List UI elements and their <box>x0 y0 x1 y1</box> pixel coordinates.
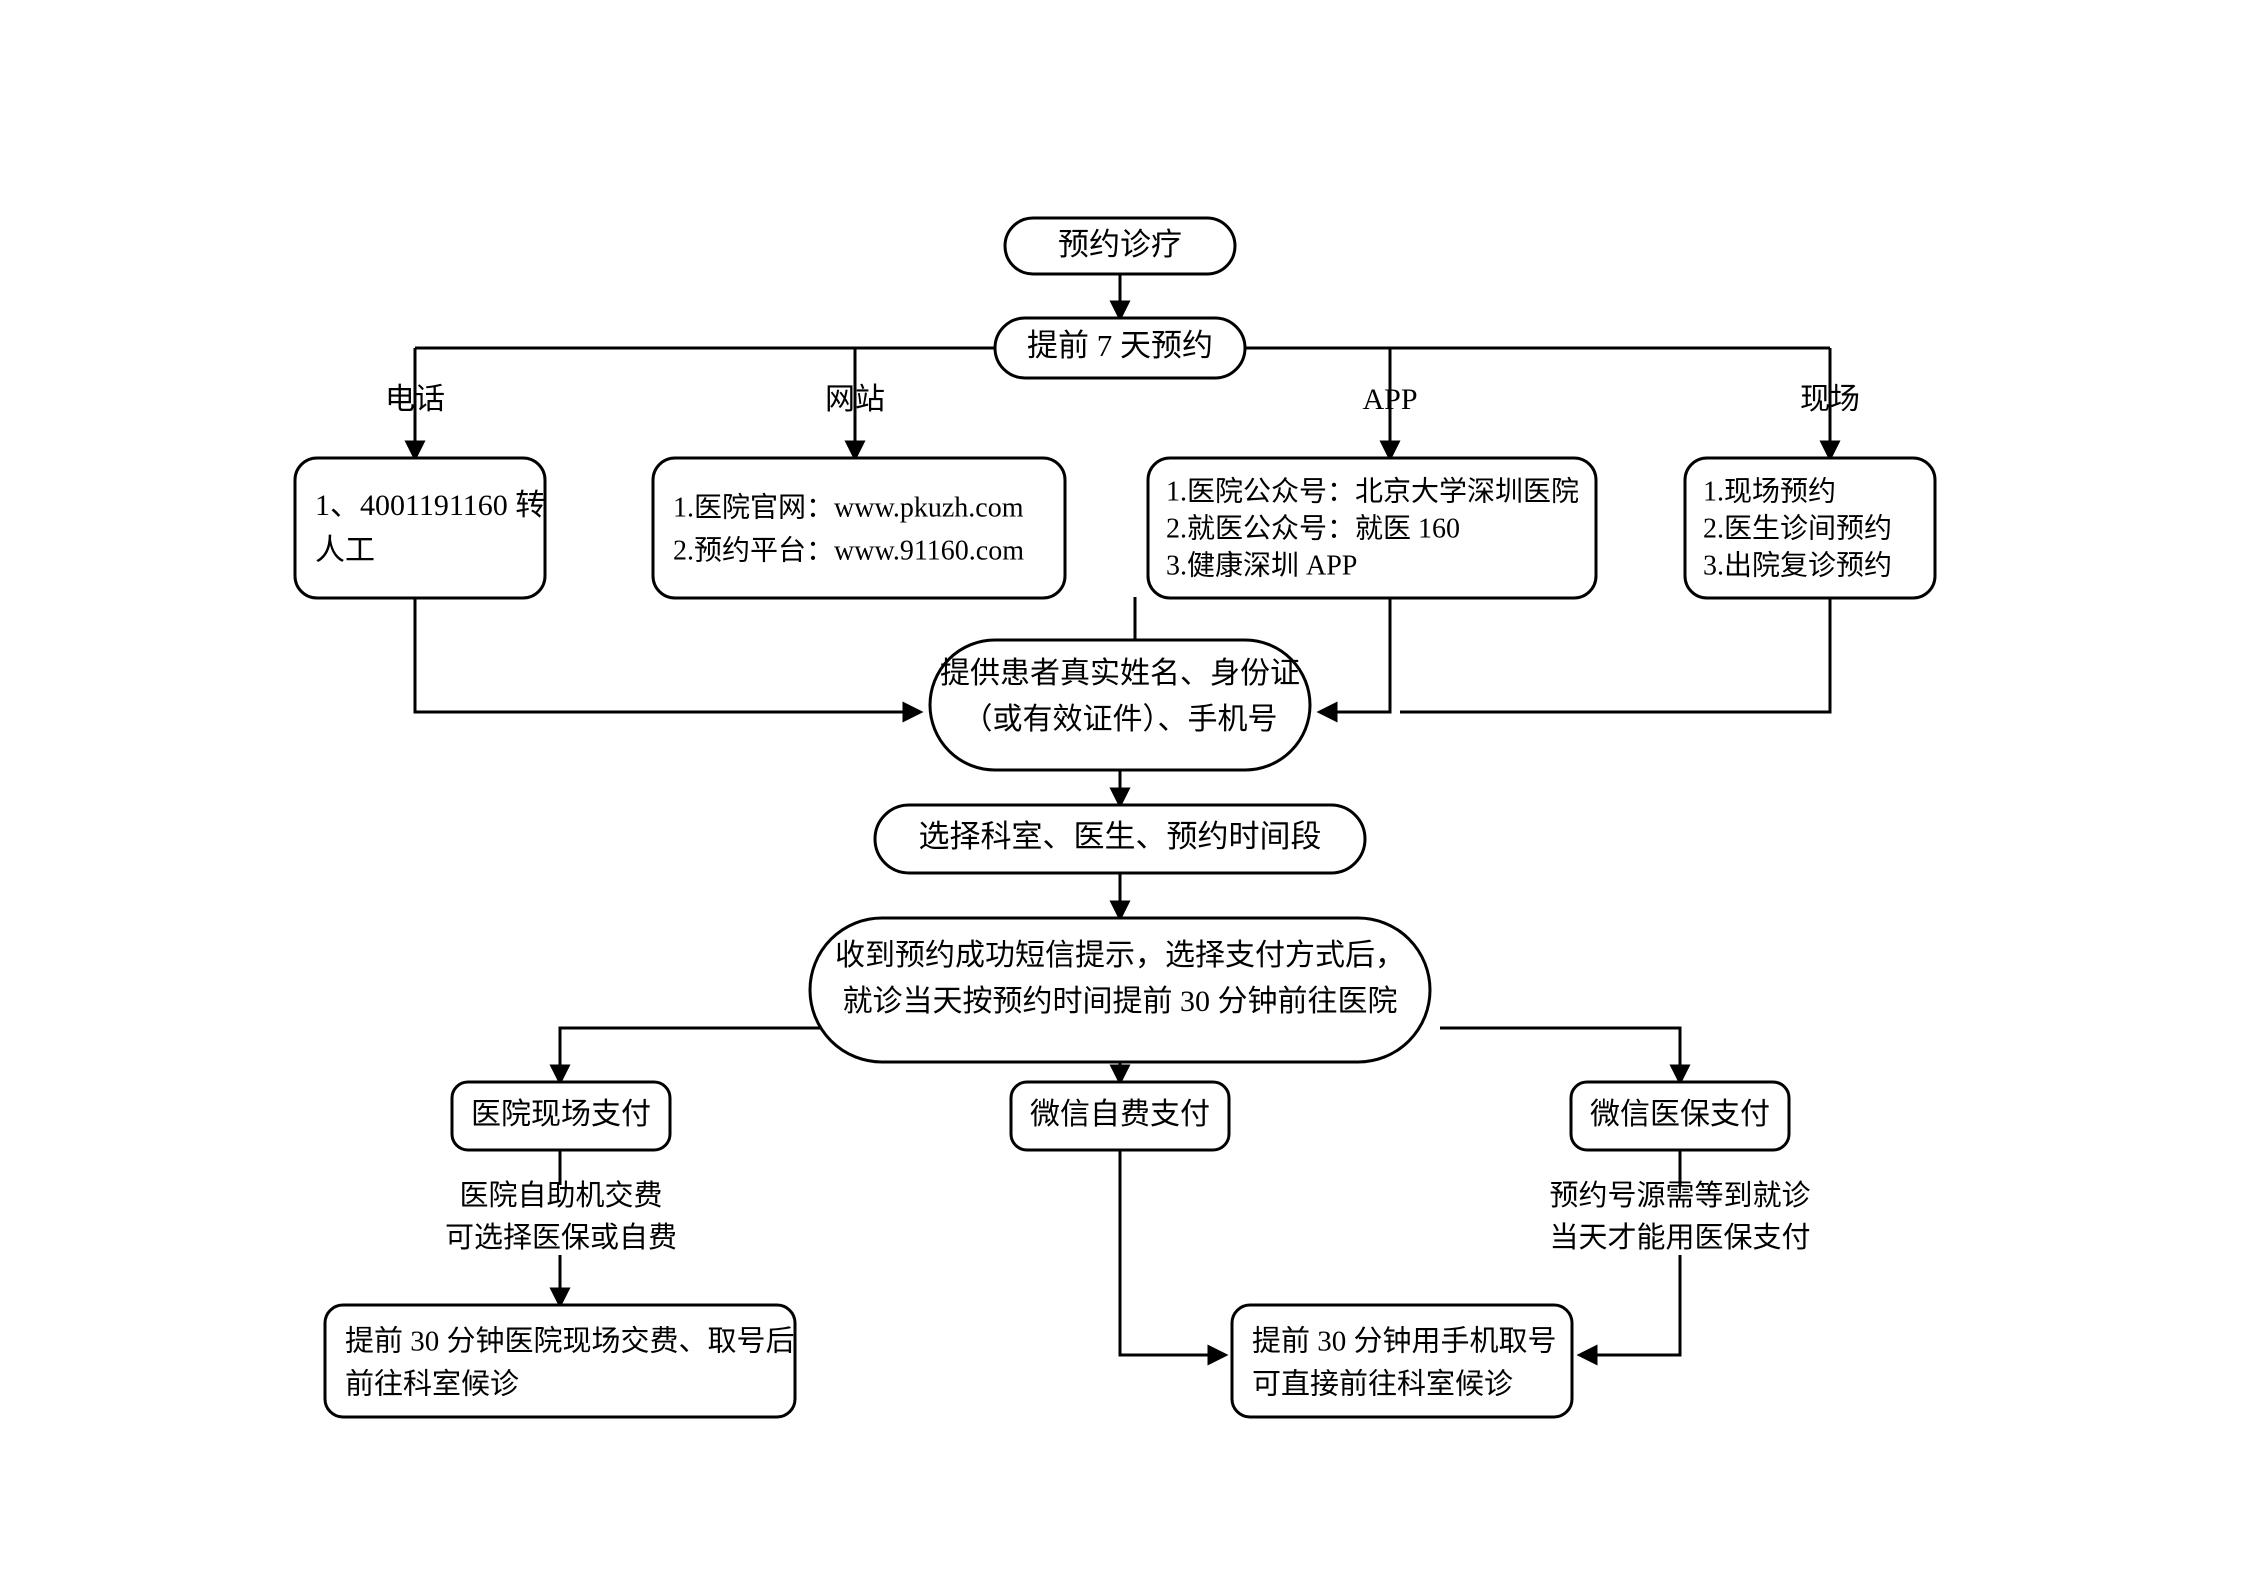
node-pay-onsite[interactable]: 医院现场支付 <box>450 1080 672 1152</box>
node-result-onsite-line-2: 前往科室候诊 <box>345 1368 519 1401</box>
annotation-insurance-pay-note-line-1: 预约号源需等到就诊 <box>1549 1179 1810 1212</box>
edge-layer <box>404 272 1841 1366</box>
node-phone-box-line-1: 1、4001191160 转 <box>315 489 545 522</box>
node-web-box-line-2: 2.预约平台：www.91160.com <box>673 534 1024 566</box>
node-web-box[interactable]: 1.医院官网：www.pkuzh.com 2.预约平台：www.91160.co… <box>651 456 1067 600</box>
node-start[interactable]: 预约诊疗 <box>1003 216 1237 276</box>
node-phone-box[interactable]: 1、4001191160 转 人工 <box>293 456 547 600</box>
node-provide-info-line-2: （或有效证件）、手机号 <box>963 703 1278 736</box>
node-advance[interactable]: 提前 7 天预约 <box>993 316 1247 380</box>
node-pay-wechat-self[interactable]: 微信自费支付 <box>1009 1080 1231 1152</box>
node-onsite-box-line-2: 2.医生诊间预约 <box>1703 512 1892 544</box>
annotation-insurance-pay-note-line-2: 当天才能用医保支付 <box>1549 1221 1810 1254</box>
node-app-box[interactable]: 1.医院公众号：北京大学深圳医院 2.就医公众号：就医 160 3.健康深圳 A… <box>1146 456 1598 600</box>
node-onsite-box[interactable]: 1.现场预约 2.医生诊间预约 3.出院复诊预约 <box>1683 456 1937 600</box>
node-provide-info[interactable]: 提供患者真实姓名、身份证 （或有效证件）、手机号 <box>928 638 1312 772</box>
edge-sms-to-pay-onsite <box>549 1026 845 1086</box>
node-onsite-box-line-1: 1.现场预约 <box>1703 475 1836 507</box>
node-provide-info-line-1: 提供患者真实姓名、身份证 <box>940 657 1300 690</box>
branch-label-phone: 电话 <box>385 383 445 416</box>
node-result-mobile-line-2: 可直接前往科室候诊 <box>1252 1368 1513 1401</box>
node-select-dept[interactable]: 选择科室、医生、预约时间段 <box>873 803 1367 875</box>
edge-pay-insurance-to-result <box>1576 1255 1682 1366</box>
node-pay-onsite-label: 医院现场支付 <box>471 1098 651 1131</box>
node-select-dept-label: 选择科室、医生、预约时间段 <box>919 819 1322 854</box>
node-pay-wechat-insurance[interactable]: 微信医保支付 <box>1569 1080 1791 1152</box>
node-result-mobile-line-1: 提前 30 分钟用手机取号 <box>1252 1325 1557 1358</box>
edge-phone-to-info <box>413 597 924 723</box>
edge-app-to-info <box>1316 597 1392 723</box>
edge-onsite-to-info <box>1400 597 1832 714</box>
node-onsite-box-line-3: 3.出院复诊预约 <box>1703 549 1892 581</box>
branch-label-app: APP <box>1362 383 1417 416</box>
node-pay-wechat-self-label: 微信自费支付 <box>1030 1098 1210 1131</box>
branch-label-website: 网站 <box>825 383 885 416</box>
node-sms-notice-line-2: 就诊当天按预约时间提前 30 分钟前往医院 <box>843 985 1398 1018</box>
node-advance-label: 提前 7 天预约 <box>1027 328 1213 363</box>
annotation-onsite-pay-note-line-1: 医院自助机交费 <box>459 1179 662 1212</box>
node-phone-box-line-2: 人工 <box>315 534 375 567</box>
node-app-box-line-3: 3.健康深圳 APP <box>1166 549 1357 581</box>
node-web-box-line-1: 1.医院官网：www.pkuzh.com <box>673 491 1024 523</box>
annotation-onsite-pay-note-line-2: 可选择医保或自费 <box>445 1221 677 1254</box>
node-sms-notice[interactable]: 收到预约成功短信提示，选择支付方式后， 就诊当天按预约时间提前 30 分钟前往医… <box>808 916 1432 1064</box>
node-result-onsite-line-1: 提前 30 分钟医院现场交费、取号后 <box>345 1325 795 1358</box>
node-app-box-line-1: 1.医院公众号：北京大学深圳医院 <box>1166 475 1579 507</box>
node-pay-wechat-insurance-label: 微信医保支付 <box>1590 1098 1770 1131</box>
node-app-box-line-2: 2.就医公众号：就医 160 <box>1166 512 1460 544</box>
edge-pay-wechat-self-to-result <box>1118 1150 1229 1366</box>
node-result-mobile[interactable]: 提前 30 分钟用手机取号 可直接前往科室候诊 <box>1230 1303 1574 1419</box>
node-start-label: 预约诊疗 <box>1058 227 1182 262</box>
edge-sms-to-pay-insurance <box>1440 1026 1691 1086</box>
branch-label-onsite: 现场 <box>1800 383 1860 416</box>
node-result-onsite[interactable]: 提前 30 分钟医院现场交费、取号后 前往科室候诊 <box>323 1303 797 1419</box>
node-sms-notice-line-1: 收到预约成功短信提示，选择支付方式后， <box>835 939 1405 972</box>
